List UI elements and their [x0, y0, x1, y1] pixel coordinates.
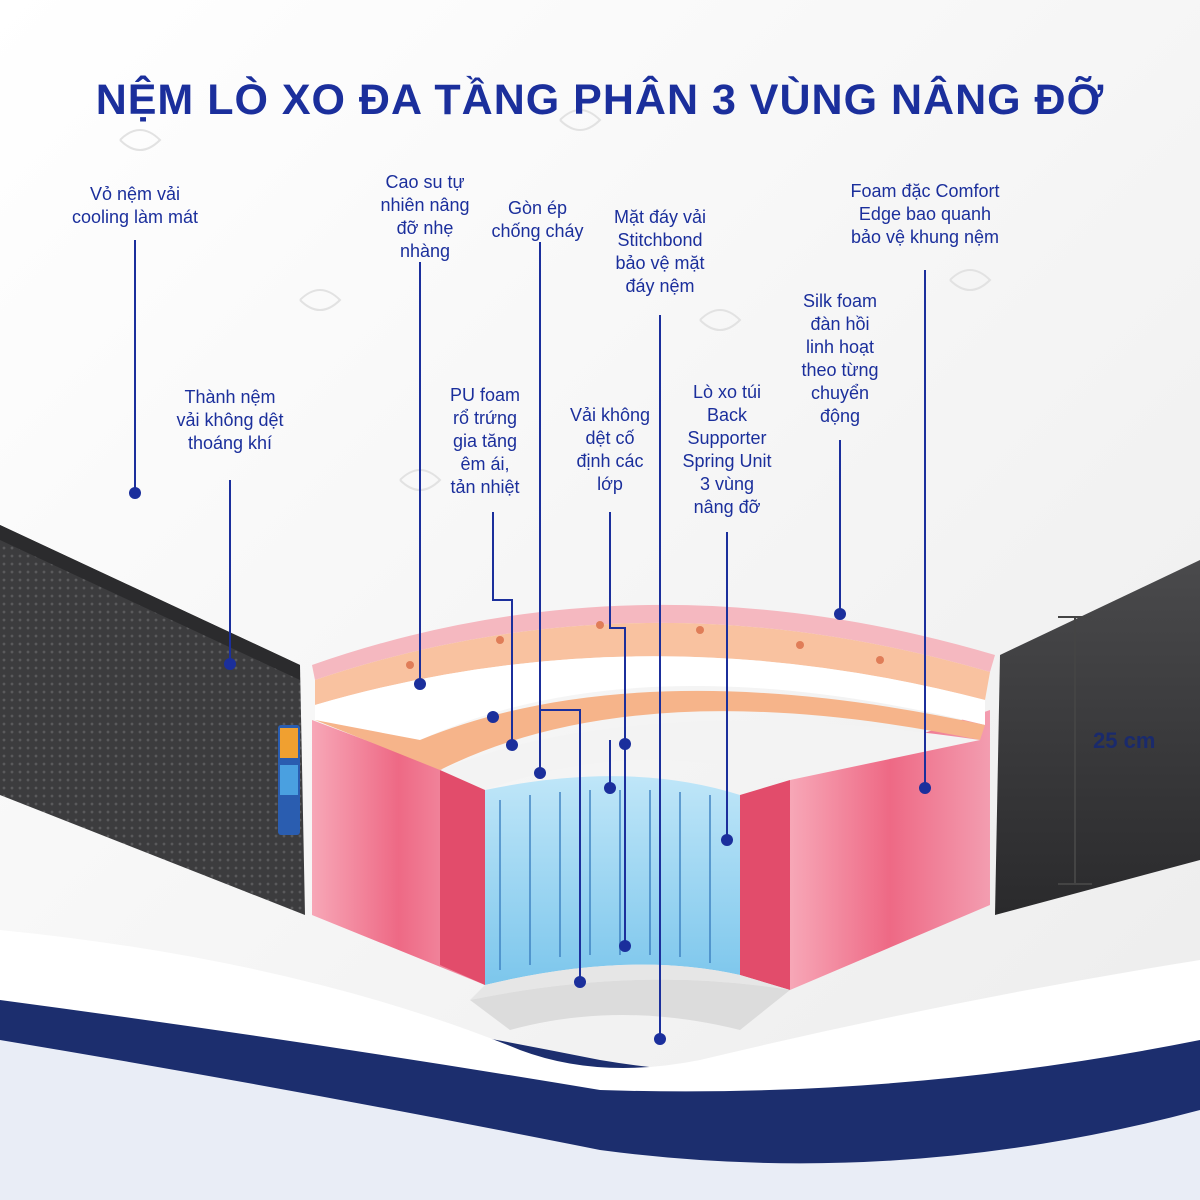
fire-barrier-layer: [440, 720, 980, 790]
dot-latex: [414, 678, 426, 690]
page-title: NỆM LÒ XO ĐA TẦNG PHÂN 3 VÙNG NÂNG ĐỠ: [95, 76, 1105, 124]
dot-side: [224, 658, 236, 670]
mattress-left-border: [0, 525, 300, 680]
label-fire: Gòn ép chống cháy: [491, 198, 584, 241]
dot-silk: [834, 608, 846, 620]
dot-spring: [721, 834, 733, 846]
label-bottom: Mặt đáy vải Stitchbond bảo vệ mặt đáy nệ…: [613, 207, 707, 296]
height-measure: [1058, 616, 1092, 885]
edge-foam-right: [790, 710, 990, 990]
label-silk: Silk foam đàn hồi linh hoạt theo từng ch…: [801, 291, 879, 426]
pink-top-layer: [312, 604, 995, 680]
label-edge: Foam đặc Comfort Edge bao quanh bảo vệ k…: [850, 181, 1000, 247]
dot-fire-2: [574, 976, 586, 988]
mattress-right-side: [995, 560, 1200, 915]
latex-layer: [315, 622, 990, 705]
dot-nonwoven-2: [604, 782, 616, 794]
dot-nonwoven-3: [619, 940, 631, 952]
dot-edge: [919, 782, 931, 794]
dot-pu: [487, 711, 499, 723]
label-spring: Lò xo túi Back Supporter Spring Unit 3 v…: [682, 382, 772, 517]
wave-light: [0, 1040, 1200, 1200]
egg-crate-layer: [315, 690, 985, 770]
dot-fire: [534, 767, 546, 779]
quilting-pattern: [119, 109, 992, 491]
label-nonwoven: Vải không dệt cố định các lớp: [569, 405, 651, 494]
label-cover: Vỏ nệm vải cooling làm mát: [71, 184, 199, 227]
spring-unit: [485, 776, 740, 985]
latex-holes: [406, 621, 884, 669]
dot-nonwoven-1: [619, 738, 631, 750]
bottom-layer: [470, 964, 790, 1000]
mattress-left-side: [0, 525, 305, 915]
label-latex: Cao su tự nhiên nâng đỡ nhẹ nhàng: [380, 172, 470, 261]
spring-coils: [499, 790, 711, 970]
label-pu: PU foam rổ trứng gia tăng êm ái, tản nhi…: [449, 385, 521, 497]
dot-egg: [506, 739, 518, 751]
label-side: Thành nệm vải không dệt thoáng khí: [176, 387, 284, 453]
marker-dots: [129, 487, 931, 1045]
leader-lines: [134, 240, 926, 1039]
dot-bottom: [654, 1033, 666, 1045]
height-label: 25 cm: [1093, 728, 1156, 753]
pu-foam-layer: [315, 656, 985, 740]
dot-cover: [129, 487, 141, 499]
